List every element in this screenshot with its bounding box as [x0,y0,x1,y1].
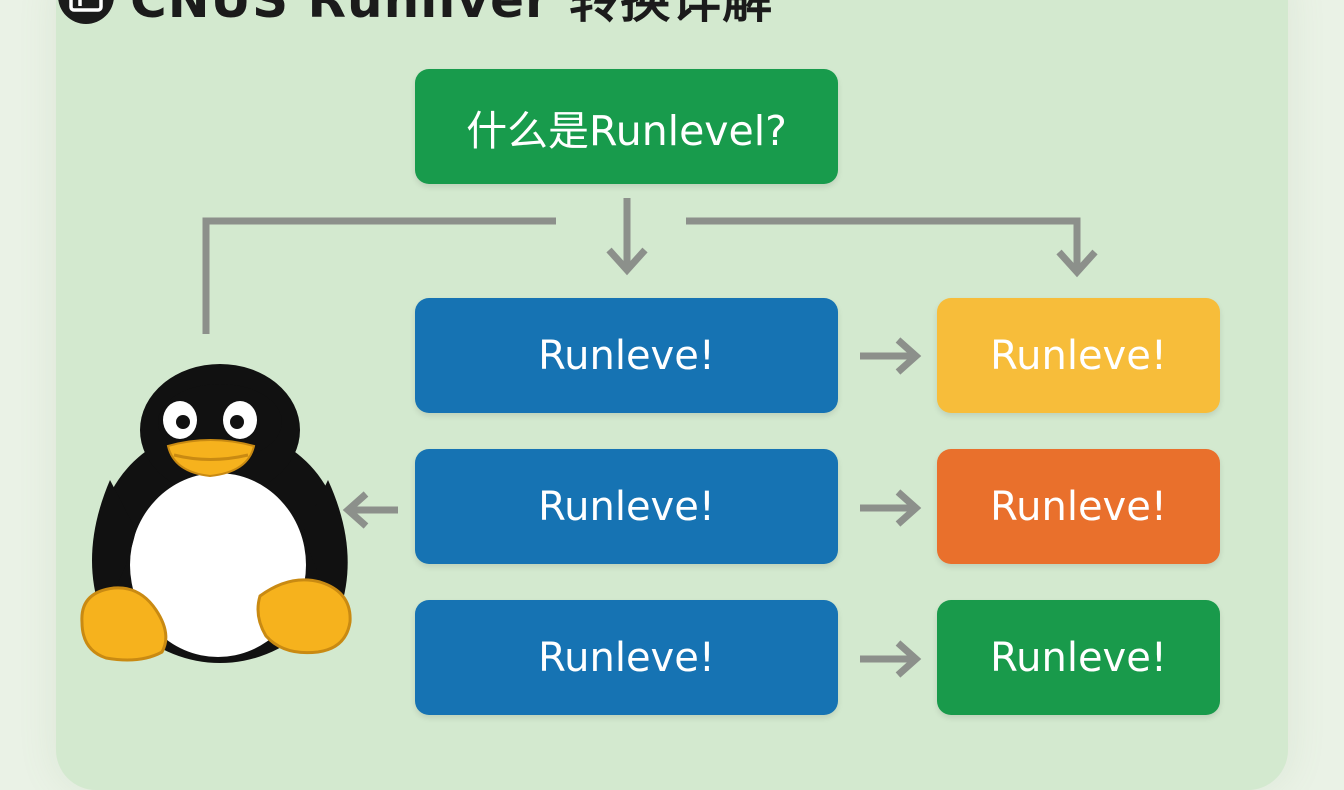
page-title: CNUS Runliver 转换详解 [56,0,773,29]
runlevel-side-node-3: Runleve! [937,600,1220,715]
runlevel-side-node-1-label: Runleve! [990,332,1167,379]
runlevel-node-3-label: Runleve! [538,634,715,681]
connector-right-arrowhead [1056,249,1098,278]
connector-left-bracket [202,217,556,334]
linux-penguin-icon [80,364,352,663]
root-node: 什么是Runlevel? [415,69,838,184]
runlevel-node-2: Runleve! [415,449,838,564]
runlevel-side-node-2-label: Runleve! [990,483,1167,530]
connector-row2-arrowhead [895,489,922,527]
root-node-label: 什么是Runlevel? [466,106,787,155]
runlevel-side-node-2: Runleve! [937,449,1220,564]
connector-lines [202,198,1098,678]
runlevel-side-node-3-label: Runleve! [990,634,1167,681]
connector-row2-left-arrowhead [342,491,369,529]
runlevel-node-1: Runleve! [415,298,838,413]
runlevel-node-1-label: Runleve! [538,332,715,379]
terminal-window-icon [58,0,114,24]
runlevel-side-node-1: Runleve! [937,298,1220,413]
runlevel-node-2-label: Runleve! [538,483,715,530]
connector-right-bracket [686,217,1081,268]
runlevel-node-3: Runleve! [415,600,838,715]
connector-row1-arrowhead [895,337,922,375]
page-title-text: CNUS Runliver 转换详解 [130,0,774,29]
connector-row3-arrowhead [895,640,922,678]
connector-center-arrowhead [606,247,648,276]
